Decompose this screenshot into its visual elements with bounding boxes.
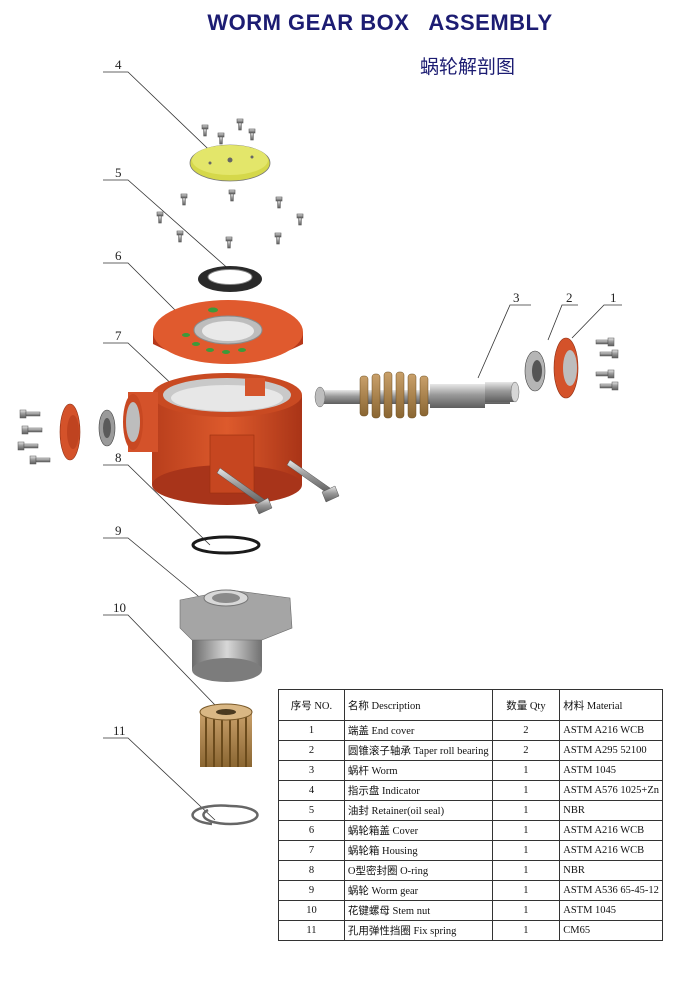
cell-description: 蜗轮 Worm gear xyxy=(343,880,493,901)
cell-qty: 1 xyxy=(491,840,561,861)
cell-description: 端盖 End cover xyxy=(343,720,493,741)
cell-no: 7 xyxy=(278,840,345,861)
callout-8: 8 xyxy=(115,450,122,465)
parts-table: 序号 NO. 名称 Description 数量 Qty 材料 Material… xyxy=(278,689,663,941)
table-header-row: 序号 NO. 名称 Description 数量 Qty 材料 Material xyxy=(278,689,663,721)
cell-description: 指示盘 Indicator xyxy=(343,780,493,801)
cell-description: 孔用弹性挡圈 Fix spring xyxy=(343,920,493,941)
left-end-cover-group xyxy=(17,403,116,465)
worm-shaft xyxy=(314,371,520,419)
oil-seal xyxy=(198,266,262,292)
header-material: 材料 Material xyxy=(559,689,663,721)
cell-no: 3 xyxy=(278,760,345,781)
cell-qty: 1 xyxy=(491,920,561,941)
cell-material: NBR xyxy=(559,800,663,821)
cell-description: 蜗轮箱盖 Cover xyxy=(343,820,493,841)
callout-6: 6 xyxy=(115,248,122,263)
cell-no: 1 xyxy=(278,720,345,741)
cell-material: ASTM 1045 xyxy=(559,900,663,921)
cell-no: 4 xyxy=(278,780,345,801)
cell-material: ASTM A216 WCB xyxy=(559,840,663,861)
cell-qty: 2 xyxy=(491,740,561,761)
callout-4: 4 xyxy=(115,57,122,72)
callout-11: 11 xyxy=(113,723,126,738)
cell-description: 蜗杆 Worm xyxy=(343,760,493,781)
cell-no: 8 xyxy=(278,860,345,881)
callout-10: 10 xyxy=(113,600,126,615)
cell-material: ASTM A216 WCB xyxy=(559,820,663,841)
cell-qty: 1 xyxy=(491,880,561,901)
cell-qty: 1 xyxy=(491,820,561,841)
worm-gear-housing xyxy=(123,373,340,515)
callout-7: 7 xyxy=(115,328,122,343)
cell-qty: 1 xyxy=(491,780,561,801)
callout-1: 1 xyxy=(610,290,617,305)
leader-lines xyxy=(103,71,622,821)
cell-no: 11 xyxy=(278,920,345,941)
cell-description: 油封 Retainer(oil seal) xyxy=(343,800,493,821)
cell-no: 2 xyxy=(278,740,345,761)
header-description: 名称 Description xyxy=(343,689,493,721)
cell-description: O型密封圈 O-ring xyxy=(343,860,493,881)
callout-2: 2 xyxy=(566,290,573,305)
taper-roll-bearing xyxy=(524,350,546,392)
right-end-cover xyxy=(553,337,619,399)
cell-material: ASTM 1045 xyxy=(559,760,663,781)
screw-set xyxy=(156,118,304,249)
cell-no: 10 xyxy=(278,900,345,921)
cell-material: ASTM A295 52100 xyxy=(559,740,663,761)
header-no: 序号 NO. xyxy=(278,689,345,721)
cell-qty: 1 xyxy=(491,900,561,921)
cell-qty: 1 xyxy=(491,800,561,821)
callout-9: 9 xyxy=(115,523,122,538)
fix-spring xyxy=(191,804,259,826)
cell-no: 9 xyxy=(278,880,345,901)
worm-gear xyxy=(179,589,293,682)
cell-qty: 1 xyxy=(491,760,561,781)
header-qty: 数量 Qty xyxy=(491,689,561,721)
cell-description: 圆锥滚子轴承 Taper roll bearing xyxy=(343,740,493,761)
o-ring xyxy=(191,535,261,555)
indicator-disc xyxy=(189,144,271,182)
callout-5: 5 xyxy=(115,165,122,180)
cell-qty: 2 xyxy=(491,720,561,741)
cell-description: 花键螺母 Stem nut xyxy=(343,900,493,921)
cell-qty: 1 xyxy=(491,860,561,881)
callout-3: 3 xyxy=(513,290,520,305)
title-chinese: 蜗轮解剖图 xyxy=(420,56,516,78)
cell-no: 5 xyxy=(278,800,345,821)
cell-material: ASTM A216 WCB xyxy=(559,720,663,741)
cell-material: ASTM A536 65-45-12 xyxy=(559,880,663,901)
cell-description: 蜗轮箱 Housing xyxy=(343,840,493,861)
cell-material: ASTM A576 1025+Zn xyxy=(559,780,663,801)
stem-nut xyxy=(199,703,253,767)
cell-material: CM65 xyxy=(559,920,663,941)
cell-no: 6 xyxy=(278,820,345,841)
housing-cover xyxy=(153,300,303,364)
title-english: WORM GEAR BOX ASSEMBLY xyxy=(207,10,553,35)
cell-material: NBR xyxy=(559,860,663,881)
